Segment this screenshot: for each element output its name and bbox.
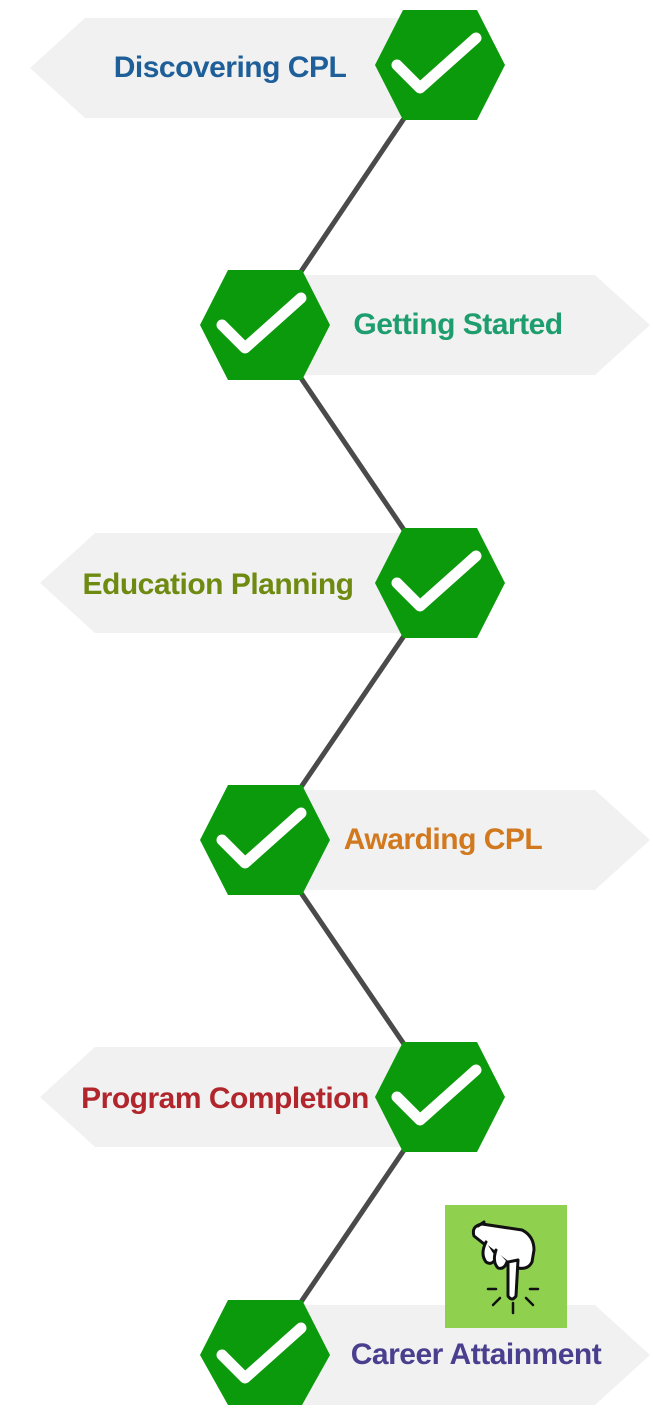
tap-indicator-icon xyxy=(486,1287,540,1315)
step-program-completion[interactable]: Program Completion xyxy=(40,1042,505,1152)
checkmark-icon xyxy=(391,32,482,94)
step-banner xyxy=(40,533,430,633)
checkmark-icon xyxy=(391,550,482,612)
checkmark-icon xyxy=(216,807,307,869)
step-banner xyxy=(40,1047,430,1147)
step-label: Awarding CPL xyxy=(344,823,543,856)
step-banner xyxy=(275,1305,650,1405)
checkmark-icon xyxy=(391,1064,482,1126)
step-label: Education Planning xyxy=(82,568,353,601)
step-discovering-cpl[interactable]: Discovering CPL xyxy=(30,10,505,120)
step-banner xyxy=(275,275,650,375)
pointing-hand-icon xyxy=(471,1220,536,1301)
step-awarding-cpl[interactable]: Awarding CPL xyxy=(200,785,650,895)
checkmark-icon xyxy=(216,292,307,354)
step-label: Program Completion xyxy=(81,1082,369,1115)
step-education-planning[interactable]: Education Planning xyxy=(40,528,505,638)
pointing-hand-button[interactable] xyxy=(445,1205,567,1328)
step-label: Getting Started xyxy=(353,308,562,341)
step-label: Discovering CPL xyxy=(114,51,347,84)
step-label: Career Attainment xyxy=(351,1338,602,1371)
checkmark-icon xyxy=(216,1322,307,1384)
step-banner xyxy=(275,790,650,890)
step-banner xyxy=(30,18,430,118)
step-getting-started[interactable]: Getting Started xyxy=(200,270,650,380)
step-career-attainment[interactable]: Career Attainment xyxy=(200,1300,650,1405)
connectors xyxy=(262,62,443,1358)
